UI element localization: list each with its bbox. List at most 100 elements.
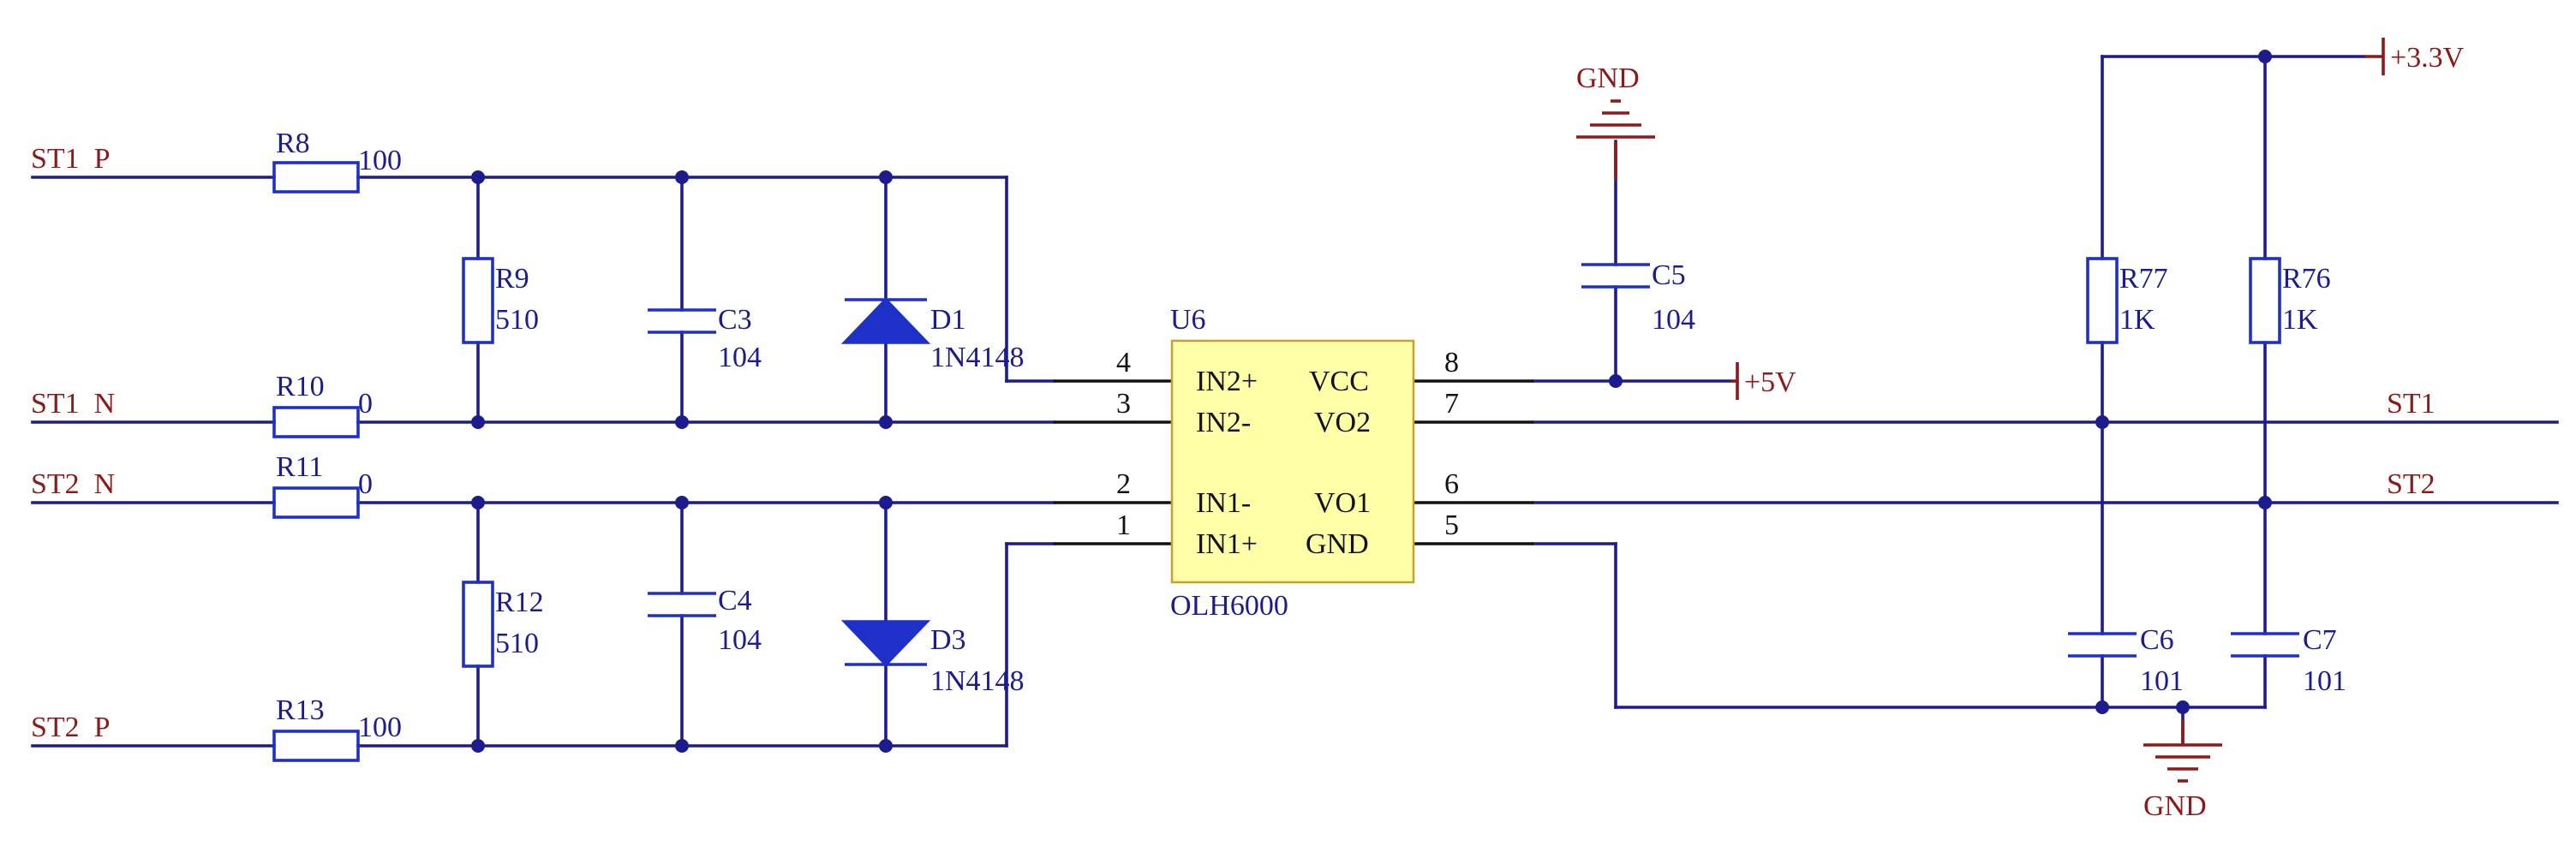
r12-value: 510	[495, 628, 539, 659]
c5-ref: C5	[1652, 259, 1686, 291]
junction-dot	[2095, 700, 2109, 714]
c6-value: 101	[2140, 665, 2184, 697]
junction-dot	[471, 170, 485, 184]
ic-pin-num: 4	[1116, 347, 1131, 378]
resistor-r11[interactable]: R11 0	[272, 451, 373, 519]
c3-value: 104	[718, 342, 762, 373]
gnd-bottom-label: GND	[2143, 790, 2207, 822]
vcc-5v-symbol: +5V	[1730, 362, 1796, 400]
port-st1-out: ST1	[2387, 388, 2436, 420]
ic-pin-name: IN2+	[1196, 366, 1258, 397]
c7-value: 101	[2303, 665, 2346, 697]
ic-pin-name: GND	[1306, 528, 1369, 560]
ic-pin-name: IN1+	[1196, 528, 1258, 560]
ic-ref: U6	[1170, 304, 1206, 336]
ic-pin-num: 6	[1444, 468, 1459, 500]
ic-pin-name: IN1-	[1196, 487, 1251, 519]
r76-value: 1K	[2282, 304, 2318, 336]
ic-pin-name: VO2	[1314, 407, 1371, 438]
r11-ref: R11	[276, 451, 323, 483]
ic-pin-num: 3	[1116, 388, 1131, 420]
r9-ref: R9	[495, 263, 529, 295]
junction-dot	[471, 496, 485, 509]
r77-ref: R77	[2119, 263, 2168, 295]
resistor-r77[interactable]: R77 1K	[2086, 257, 2168, 344]
junction-dot	[675, 415, 689, 429]
ic-pin-num: 8	[1444, 347, 1459, 378]
d3-ref: D3	[930, 624, 966, 656]
c4-ref: C4	[718, 585, 752, 617]
junction-dot	[471, 415, 485, 429]
gnd-symbol-bottom: GND	[2143, 719, 2222, 822]
capacitor-c7[interactable]: C7 101	[2231, 624, 2346, 697]
r10-ref: R10	[276, 371, 325, 402]
d1-value: 1N4148	[930, 342, 1025, 373]
c3-ref: C3	[718, 304, 752, 336]
ic-pin-num: 1	[1116, 509, 1131, 541]
port-st1-n: ST1 N	[31, 388, 115, 420]
resistor-r12[interactable]: R12 510	[462, 581, 544, 668]
junction-dot	[675, 739, 689, 753]
junction-dot	[675, 170, 689, 184]
junction-dot	[879, 739, 893, 753]
r76-ref: R76	[2282, 263, 2331, 295]
resistor-r13[interactable]: R13 100	[272, 694, 402, 762]
capacitor-c4[interactable]: C4 104	[648, 585, 762, 656]
ic-pin-num: 5	[1444, 509, 1459, 541]
junction-dot	[879, 496, 893, 509]
ic-pin-stubs	[1054, 379, 1533, 545]
r13-ref: R13	[276, 694, 325, 726]
r11-value: 0	[358, 468, 373, 500]
diode-d3[interactable]: D3 1N4148	[840, 620, 1025, 697]
junction-dots	[471, 50, 2272, 753]
port-st2-p: ST2 P	[31, 712, 111, 743]
c7-ref: C7	[2303, 624, 2337, 656]
capacitor-c5[interactable]: C5 104	[1581, 259, 1695, 336]
capacitor-c6[interactable]: C6 101	[2068, 624, 2184, 697]
capacitor-c3[interactable]: C3 104	[648, 304, 762, 373]
junction-dot	[675, 496, 689, 509]
vcc-5v-label: +5V	[1744, 366, 1796, 398]
c6-ref: C6	[2140, 624, 2174, 656]
r8-ref: R8	[276, 128, 310, 159]
r8-value: 100	[358, 145, 402, 176]
junction-dot	[2095, 415, 2109, 429]
net-labels: ST1 P ST1 N ST2 N ST2 P ST1 ST2	[31, 143, 2436, 743]
junction-dot	[879, 415, 893, 429]
gnd-top-label: GND	[1576, 63, 1640, 94]
r9-value: 510	[495, 304, 539, 336]
resistor-r76[interactable]: R76 1K	[2249, 257, 2331, 344]
c4-value: 104	[718, 624, 762, 656]
diode-d1[interactable]: D1 1N4148	[840, 297, 1025, 373]
r12-ref: R12	[495, 587, 544, 618]
ic-part: OLH6000	[1170, 590, 1288, 622]
junction-dot	[879, 170, 893, 184]
junction-dot	[2176, 700, 2190, 714]
junction-dot	[2258, 50, 2272, 63]
vcc-3v3-label: +3.3V	[2390, 42, 2465, 74]
ic-pin-num: 2	[1116, 468, 1131, 500]
port-st2-out: ST2	[2387, 468, 2436, 500]
gnd-symbol-top: GND	[1576, 63, 1655, 180]
ic-u6[interactable]: U6 OLH6000 4 3 2 1 8 7 6 5 IN2+ IN2- IN1…	[1116, 304, 1459, 622]
r77-value: 1K	[2119, 304, 2155, 336]
resistor-r10[interactable]: R10 0	[272, 371, 373, 438]
ic-pin-num: 7	[1444, 388, 1459, 420]
port-st2-n: ST2 N	[31, 468, 115, 500]
d1-ref: D1	[930, 304, 966, 336]
junction-dot	[1609, 374, 1623, 388]
r13-value: 100	[358, 712, 402, 743]
resistor-r9[interactable]: R9 510	[462, 257, 539, 344]
junction-dot	[471, 739, 485, 753]
r10-value: 0	[358, 388, 373, 420]
junction-dot	[2258, 496, 2272, 509]
ic-pin-name: VO1	[1314, 487, 1371, 519]
ic-pin-name: IN2-	[1196, 407, 1251, 438]
d3-value: 1N4148	[930, 665, 1025, 697]
resistor-r8[interactable]: R8 100	[272, 128, 402, 194]
port-st1-p: ST1 P	[31, 143, 111, 175]
c5-value: 104	[1652, 304, 1695, 336]
vcc-3v3-symbol: +3.3V	[2364, 38, 2465, 75]
ic-pin-name: VCC	[1309, 366, 1369, 397]
